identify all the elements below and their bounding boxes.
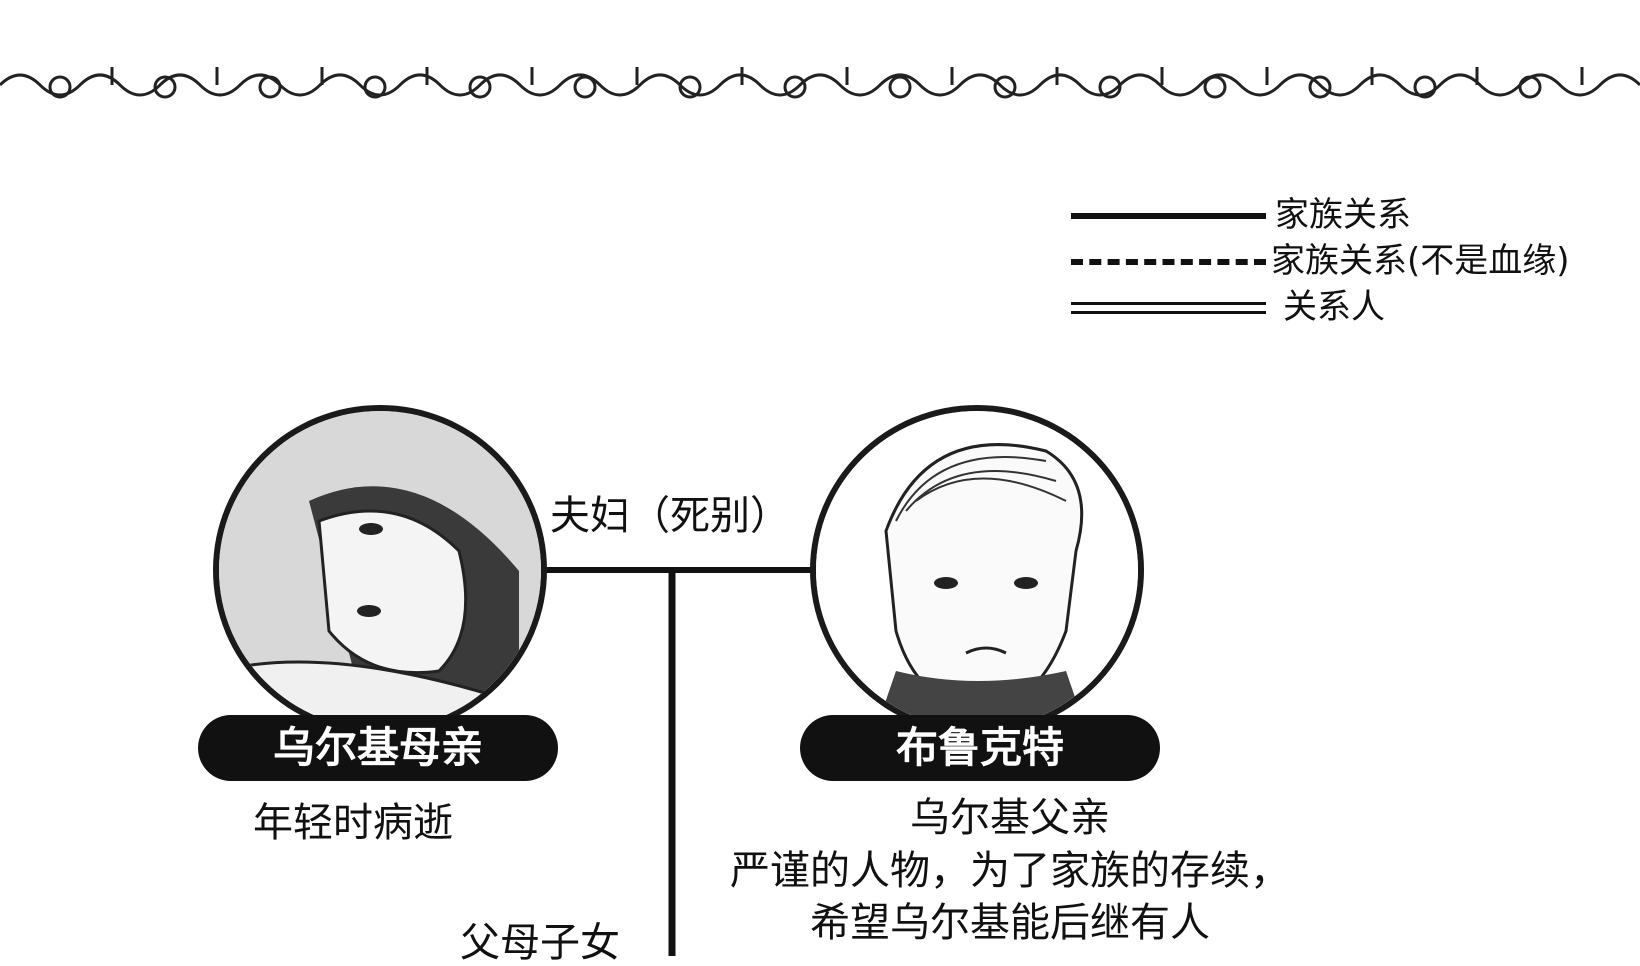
father-nameplate: 布鲁克特 xyxy=(800,715,1160,781)
ornamental-border xyxy=(0,67,1640,99)
legend-item-family: 家族关系 xyxy=(1065,195,1625,235)
legend-label: 家族关系(不是血缘) xyxy=(1271,241,1570,281)
legend-item-family-nonblood: 家族关系(不是血缘) xyxy=(1065,241,1625,281)
father-desc-line-2: 严谨的人物，为了家族的存续， xyxy=(730,848,1290,894)
mother-portrait-image xyxy=(219,411,541,729)
dashed-line-swatch xyxy=(1071,259,1266,265)
legend-label: 关系人 xyxy=(1283,287,1385,327)
legend-label: 家族关系 xyxy=(1275,195,1411,235)
father-portrait-image xyxy=(816,411,1138,729)
double-line-swatch xyxy=(1071,302,1266,314)
relation-parent-child-label: 父母子女 xyxy=(460,920,620,966)
legend-item-related: 关系人 xyxy=(1065,287,1625,327)
solid-line-swatch xyxy=(1071,213,1266,219)
legend: 家族关系 家族关系(不是血缘) 关系人 xyxy=(1065,195,1625,330)
mother-note: 年轻时病逝 xyxy=(253,800,453,846)
mother-nameplate: 乌尔基母亲 xyxy=(198,715,558,781)
mother-portrait xyxy=(213,405,547,735)
father-desc-line-3: 希望乌尔基能后继有人 xyxy=(810,900,1210,946)
father-desc-line-1: 乌尔基父亲 xyxy=(910,795,1110,841)
father-portrait xyxy=(810,405,1144,735)
relation-spouse-label: 夫妇（死别） xyxy=(550,493,790,539)
